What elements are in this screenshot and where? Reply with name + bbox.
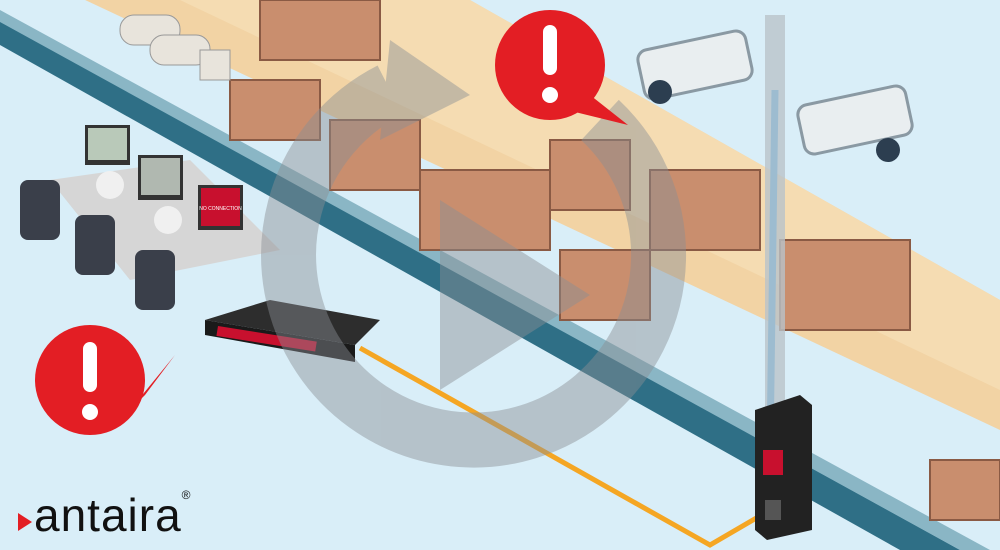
play-triangle-icon (18, 513, 32, 531)
logo-text: antaira (34, 489, 182, 541)
video-play-icon[interactable] (261, 40, 687, 468)
security-camera-icon (636, 29, 754, 104)
base-buildings (119, 14, 231, 81)
monitor-alert-text: NO CONNECTION (199, 206, 242, 212)
copper-cable (358, 345, 772, 548)
mesa-rocks (229, 0, 1000, 521)
ethernet-switch (205, 300, 380, 362)
registered-mark: ® (181, 488, 192, 502)
antaira-logo: antaira® (18, 488, 192, 542)
media-converter (755, 395, 812, 540)
alert-icon (495, 10, 628, 125)
security-camera-icon (796, 84, 914, 162)
camera-pole (765, 15, 785, 435)
alert-icon (35, 325, 175, 435)
control-room: NO CONNECTION (20, 125, 280, 310)
